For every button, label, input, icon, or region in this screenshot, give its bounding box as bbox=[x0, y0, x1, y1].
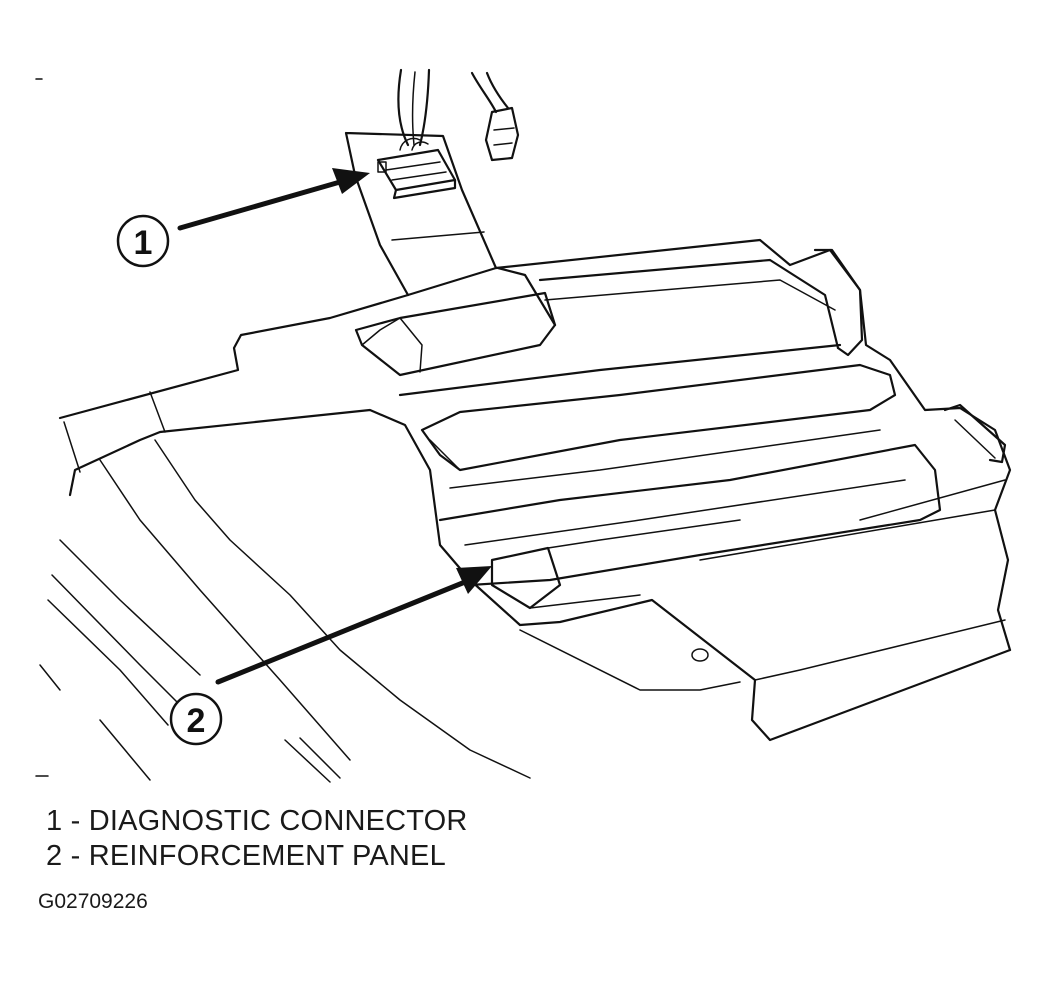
callout-1-number: 1 bbox=[134, 224, 153, 262]
connector-bracket bbox=[344, 131, 498, 297]
diagnostic-connector bbox=[376, 137, 457, 200]
legend-item-reinforcement-panel: 2 - REINFORCEMENT PANEL bbox=[46, 840, 446, 872]
callout-2: 2 bbox=[169, 692, 223, 746]
legend-item-diagnostic-connector: 1 - DIAGNOSTIC CONNECTOR bbox=[46, 805, 468, 837]
callout-1-arrow bbox=[177, 168, 370, 231]
callout-2-arrow bbox=[215, 566, 492, 685]
callout-1: 1 bbox=[116, 214, 170, 268]
callout-2-number: 2 bbox=[187, 702, 206, 740]
wiring-harness bbox=[397, 68, 520, 162]
figure-id: G02709226 bbox=[38, 890, 148, 913]
floor-ribs bbox=[354, 248, 1012, 742]
